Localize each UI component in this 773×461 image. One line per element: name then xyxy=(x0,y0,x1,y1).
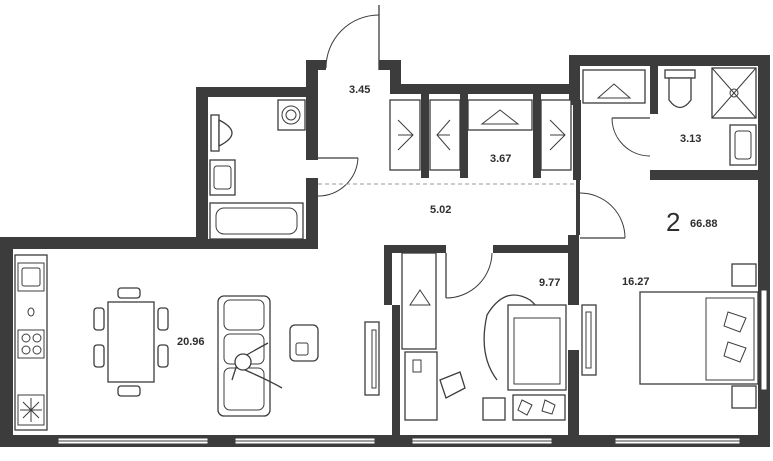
kitchen-fixtures xyxy=(14,254,48,431)
doors xyxy=(317,5,651,299)
bedroom-large-fixtures xyxy=(639,263,759,409)
windows xyxy=(57,289,768,445)
bedroom-large-area-label: 16.27 xyxy=(622,276,650,288)
bathroom-area-label: 3.13 xyxy=(680,133,701,145)
corridor-area-label: 5.02 xyxy=(430,204,451,216)
bathroom-left-fixtures xyxy=(209,99,306,240)
room-count-label: 2 xyxy=(666,207,680,237)
dining-set xyxy=(93,287,169,397)
wardrobe-fixtures xyxy=(389,69,646,171)
entrance-area-label: 3.45 xyxy=(349,84,370,96)
total-area-label: 66.88 xyxy=(690,218,718,230)
bathroom-right-fixtures xyxy=(664,67,757,166)
living-kitchen-area-label: 20.96 xyxy=(177,336,205,348)
bedroom-small-fixtures xyxy=(401,252,597,421)
wardrobe-area-label: 3.67 xyxy=(490,153,511,165)
sofa-area xyxy=(217,295,380,417)
bedroom-small-area-label: 9.77 xyxy=(539,277,560,289)
walls xyxy=(0,55,770,447)
